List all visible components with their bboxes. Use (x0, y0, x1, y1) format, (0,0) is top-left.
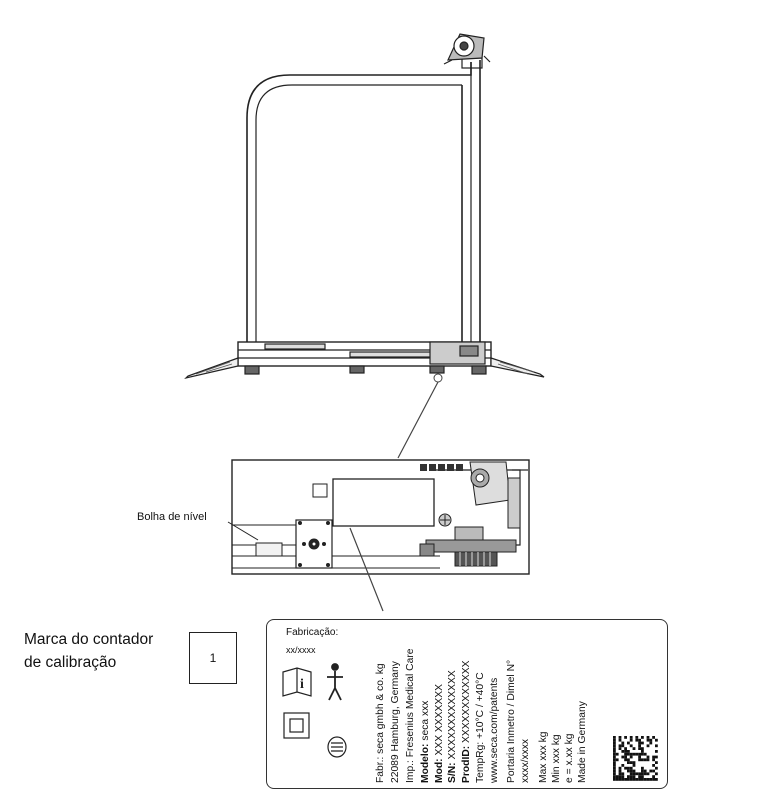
type-plate-line-text: e = x.xx kg (564, 733, 575, 783)
type-plate-line-prefix: ProdID: (461, 745, 472, 783)
type-plate-line-text: 22089 Hamburg, Germany (390, 661, 401, 783)
type-plate-line-text: www.seca.com/patents (489, 677, 500, 783)
type-plate-line: Modelo: seca xxx (420, 701, 432, 783)
protection-class-ii-icon (283, 712, 310, 739)
type-plate-line-prefix: Mod: (434, 758, 445, 783)
fabrication-title: Fabricação: (286, 627, 339, 638)
type-plate-line-text: Imp.: Fresenius Medical Care (405, 648, 416, 783)
body-type-b-icon (327, 663, 343, 701)
calibration-counter-box: 1 (189, 632, 237, 684)
type-plate-line: Min xxx kg (551, 734, 563, 783)
fabrication-date: xx/xxxx (286, 645, 316, 655)
type-plate-line-text: Fabr.: seca gmbh & co. kg (375, 663, 386, 783)
type-plate-line-prefix: S/N: (447, 762, 458, 783)
nameplate-leader-line (349, 527, 384, 612)
type-plate-line-text: TempRg: +10°C / +40°C (475, 672, 486, 783)
type-plate-line-text: Portaria Inmetro / Dimel N° (506, 659, 517, 783)
type-plate-line-text: Max xxx kg (538, 731, 549, 784)
disposal-symbol-icon (327, 736, 347, 758)
type-plate-line: TempRg: +10°C / +40°C (475, 672, 487, 783)
type-plate: Fabricação: xx/xxxx Fabr.: seca gmbh & c… (266, 619, 668, 789)
type-plate-line: Fabr.: seca gmbh & co. kg (375, 663, 387, 783)
display-head (443, 33, 491, 65)
type-plate-line: Mod: XXX XXXXXXX (434, 684, 446, 783)
svg-text:i: i (300, 677, 304, 692)
type-plate-line-prefix: Modelo: (420, 743, 431, 783)
detail-leader-line (397, 381, 439, 459)
datamatrix-code (613, 736, 658, 781)
type-plate-line-text: Min xxx kg (551, 734, 562, 783)
type-plate-line-text: seca xxx (420, 700, 431, 744)
type-plate-line: Made in Germany (577, 701, 589, 783)
type-plate-line: 22089 Hamburg, Germany (390, 661, 402, 783)
instructions-info-icon: i (282, 667, 312, 697)
calibration-counter-value: 1 (209, 651, 217, 665)
type-plate-line: Imp.: Fresenius Medical Care (405, 649, 417, 783)
type-plate-line: xxxx/xxxx (520, 739, 532, 783)
type-plate-line: Max xxx kg (538, 732, 550, 784)
wheelchair-scale-drawing (184, 33, 545, 380)
detail-view (231, 459, 530, 575)
type-plate-line-text: XXXXXXXXXXXXX (447, 670, 458, 763)
detail-callout-circle (433, 373, 443, 383)
type-plate-line: e = x.xx kg (564, 733, 576, 783)
type-plate-line: ProdID: XXXXXXXXXXXX (461, 661, 473, 783)
type-plate-line-text: Made in Germany (577, 701, 588, 783)
type-plate-line-text: XXX XXXXXXX (434, 684, 445, 759)
type-plate-line-text: xxxx/xxxx (520, 738, 531, 783)
calibration-counter-label-line2: de calibração (24, 654, 117, 671)
type-plate-line: www.seca.com/patents (489, 678, 501, 783)
type-plate-line: Portaria Inmetro / Dimel N° (506, 660, 518, 783)
type-plate-line-text: XXXXXXXXXXXX (461, 660, 472, 746)
type-plate-line: S/N: XXXXXXXXXXXXX (447, 670, 459, 783)
scale-platform (184, 341, 545, 380)
calibration-counter-label-line1: Marca do contador (24, 631, 154, 648)
bubble-leader-line (227, 521, 259, 541)
bubble-level-label: Bolha de nível (137, 511, 207, 523)
